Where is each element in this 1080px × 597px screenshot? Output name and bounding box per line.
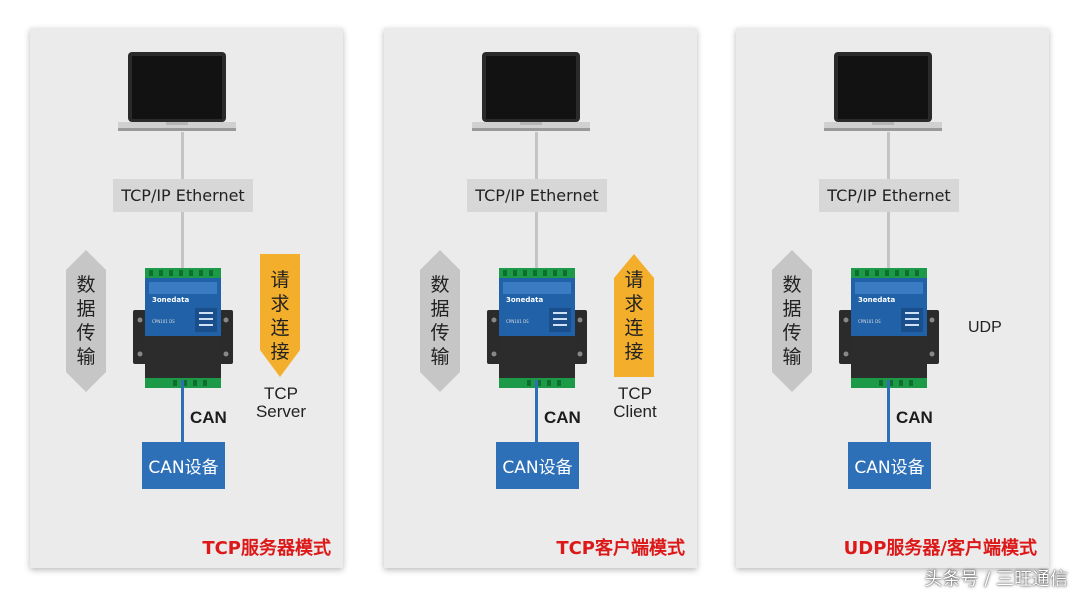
request-connection-label: 请求连接 xyxy=(270,268,290,363)
device-brand: 3onedata xyxy=(858,296,895,304)
data-transfer-arrow: 数据传输 xyxy=(66,250,106,392)
ethernet-label: TCP/IP Ethernet xyxy=(819,179,959,212)
device-brand: 3onedata xyxy=(152,296,189,304)
tcp-client-panel: TCP/IP Ethernet 数据传输 3onedata CPN101 DS … xyxy=(384,28,697,568)
ethernet-label: TCP/IP Ethernet xyxy=(467,179,607,212)
ethernet-cable-lower xyxy=(887,212,890,280)
laptop-icon xyxy=(824,52,942,131)
can-device-box: CAN设备 xyxy=(848,442,931,489)
request-connection-arrow: 请求连接 xyxy=(260,254,300,377)
ethernet-cable-upper xyxy=(887,132,890,200)
can-device-box: CAN设备 xyxy=(142,442,225,489)
data-transfer-arrow: 数据传输 xyxy=(420,250,460,392)
can-bus-label: CAN xyxy=(896,408,933,427)
can-bus-line xyxy=(535,380,538,442)
panel-title: TCP服务器模式 xyxy=(202,538,331,559)
tcp-server-panel: TCP/IP Ethernet 数据传输 3onedata CPN101 DS … xyxy=(30,28,343,568)
ethernet-cable-upper xyxy=(181,132,184,200)
panel-title: UDP服务器/客户端模式 xyxy=(843,538,1037,559)
device-brand: 3onedata xyxy=(506,296,543,304)
panel-title: TCP客户端模式 xyxy=(556,538,685,559)
mode-label: UDP xyxy=(968,319,1002,336)
can-device-box: CAN设备 xyxy=(496,442,579,489)
can-bus-label: CAN xyxy=(544,408,581,427)
ethernet-cable-upper xyxy=(535,132,538,200)
request-connection-arrow: 请求连接 xyxy=(614,254,654,377)
mode-label: TCP Server xyxy=(255,384,307,421)
data-transfer-label: 数据传输 xyxy=(782,274,802,368)
can-bus-label: CAN xyxy=(190,408,227,427)
mode-label: TCP Client xyxy=(613,384,657,421)
watermark: 头条号 / 三旺通信 xyxy=(924,569,1068,590)
device-model: CPN101 DS xyxy=(858,319,881,324)
serial-server-device-icon: 3onedata CPN101 DS xyxy=(839,268,939,388)
udp-panel: TCP/IP Ethernet 数据传输 3onedata CPN101 DS … xyxy=(736,28,1049,568)
ethernet-cable-lower xyxy=(181,212,184,280)
device-model: CPN101 DS xyxy=(506,319,529,324)
data-transfer-arrow: 数据传输 xyxy=(772,250,812,392)
request-connection-label: 请求连接 xyxy=(624,268,644,363)
can-bus-line xyxy=(181,380,184,442)
device-model: CPN101 DS xyxy=(152,319,175,324)
serial-server-device-icon: 3onedata CPN101 DS xyxy=(487,268,587,388)
laptop-icon xyxy=(472,52,590,131)
can-bus-line xyxy=(887,380,890,442)
data-transfer-label: 数据传输 xyxy=(430,274,450,368)
laptop-icon xyxy=(118,52,236,131)
data-transfer-label: 数据传输 xyxy=(76,274,96,368)
ethernet-label: TCP/IP Ethernet xyxy=(113,179,253,212)
ethernet-cable-lower xyxy=(535,212,538,280)
serial-server-device-icon: 3onedata CPN101 DS xyxy=(133,268,233,388)
